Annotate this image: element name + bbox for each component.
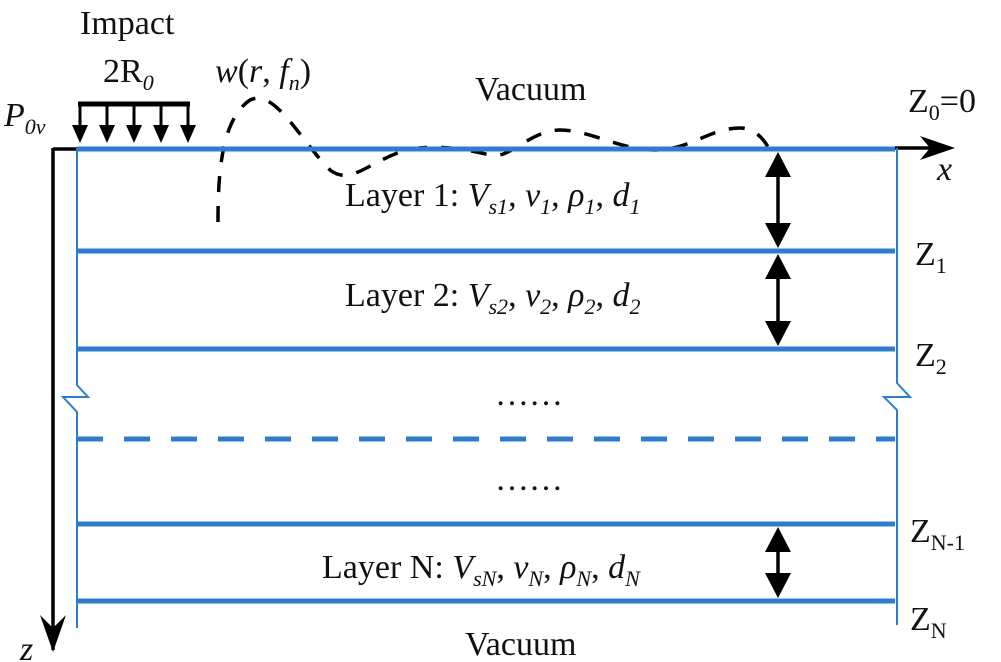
interface-label-z0: Z0=0 — [908, 83, 976, 125]
thickness-arrow-1 — [765, 152, 791, 248]
x-axis-arrowhead — [920, 136, 955, 160]
thickness-arrow-n — [765, 527, 791, 598]
layer-n-label: Layer N: VsN, vN, ρN, dN — [322, 549, 641, 591]
load-arrow-head — [126, 125, 142, 143]
load-arrow-head — [99, 125, 115, 143]
load-arrows — [72, 104, 196, 143]
pressure-label: P0v — [3, 97, 46, 139]
ellipsis-upper: …… — [495, 376, 563, 413]
left-boundary-line — [60, 148, 91, 628]
x-axis-label: x — [936, 151, 952, 188]
load-arrow-head — [72, 125, 88, 143]
load-arrow-head — [153, 125, 169, 143]
impact-load — [72, 101, 196, 143]
right-boundary-line — [881, 148, 913, 625]
load-arrow-head — [180, 125, 196, 143]
ellipsis-lower: …… — [495, 461, 563, 498]
z-axis-arrowhead — [40, 615, 66, 652]
interface-label-z2: Z2 — [915, 337, 947, 379]
thickness-arrows — [765, 152, 791, 598]
interface-lines — [77, 146, 895, 604]
wave-function-label: w(r, fn) — [215, 53, 311, 95]
layer-1-label: Layer 1: Vs1, v1, ρ1, d1 — [345, 177, 640, 219]
impact-width-label: 2R0 — [103, 53, 154, 95]
layer-2-label: Layer 2: Vs2, v2, ρ2, d2 — [345, 277, 640, 319]
interface-label-zn: ZN — [910, 601, 947, 643]
bottom-vacuum-label: Vacuum — [465, 626, 576, 662]
top-vacuum-label: Vacuum — [475, 71, 586, 108]
impact-label: Impact — [80, 5, 175, 42]
z-axis-label: z — [19, 631, 33, 662]
interface-label-z1: Z1 — [915, 236, 947, 278]
wave-curve — [216, 96, 772, 223]
thickness-arrow-2 — [765, 254, 791, 346]
interface-label-zn-1: ZN-1 — [910, 513, 965, 555]
